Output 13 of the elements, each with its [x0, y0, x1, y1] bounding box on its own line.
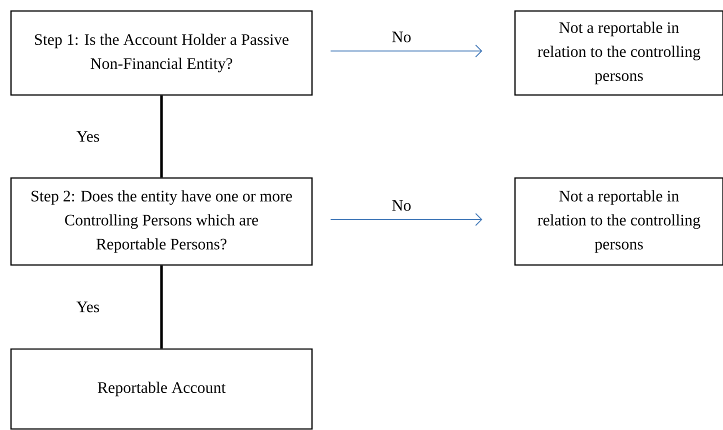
- edge-label: Yes: [75, 130, 101, 143]
- edge-label: Yes: [75, 300, 101, 314]
- process-box: Reportable Account: [10, 348, 313, 430]
- process-box: Step 1: Is the Account Holder a Passive Non-Financial Entity?: [10, 10, 313, 96]
- connector-line: [160, 266, 163, 348]
- arrow: [330, 44, 482, 58]
- process-box: Step 2: Does the entity have one or more Controlling Persons which are Reportable Persons?: [10, 177, 313, 266]
- process-box: Not a reportable in relation to the controlling persons: [514, 10, 723, 96]
- edge-label: No: [390, 199, 412, 212]
- connector-line: [160, 96, 163, 178]
- process-box: Not a reportable in relation to the controlling persons: [514, 177, 723, 266]
- arrow: [330, 212, 482, 226]
- edge-label: No: [390, 30, 412, 44]
